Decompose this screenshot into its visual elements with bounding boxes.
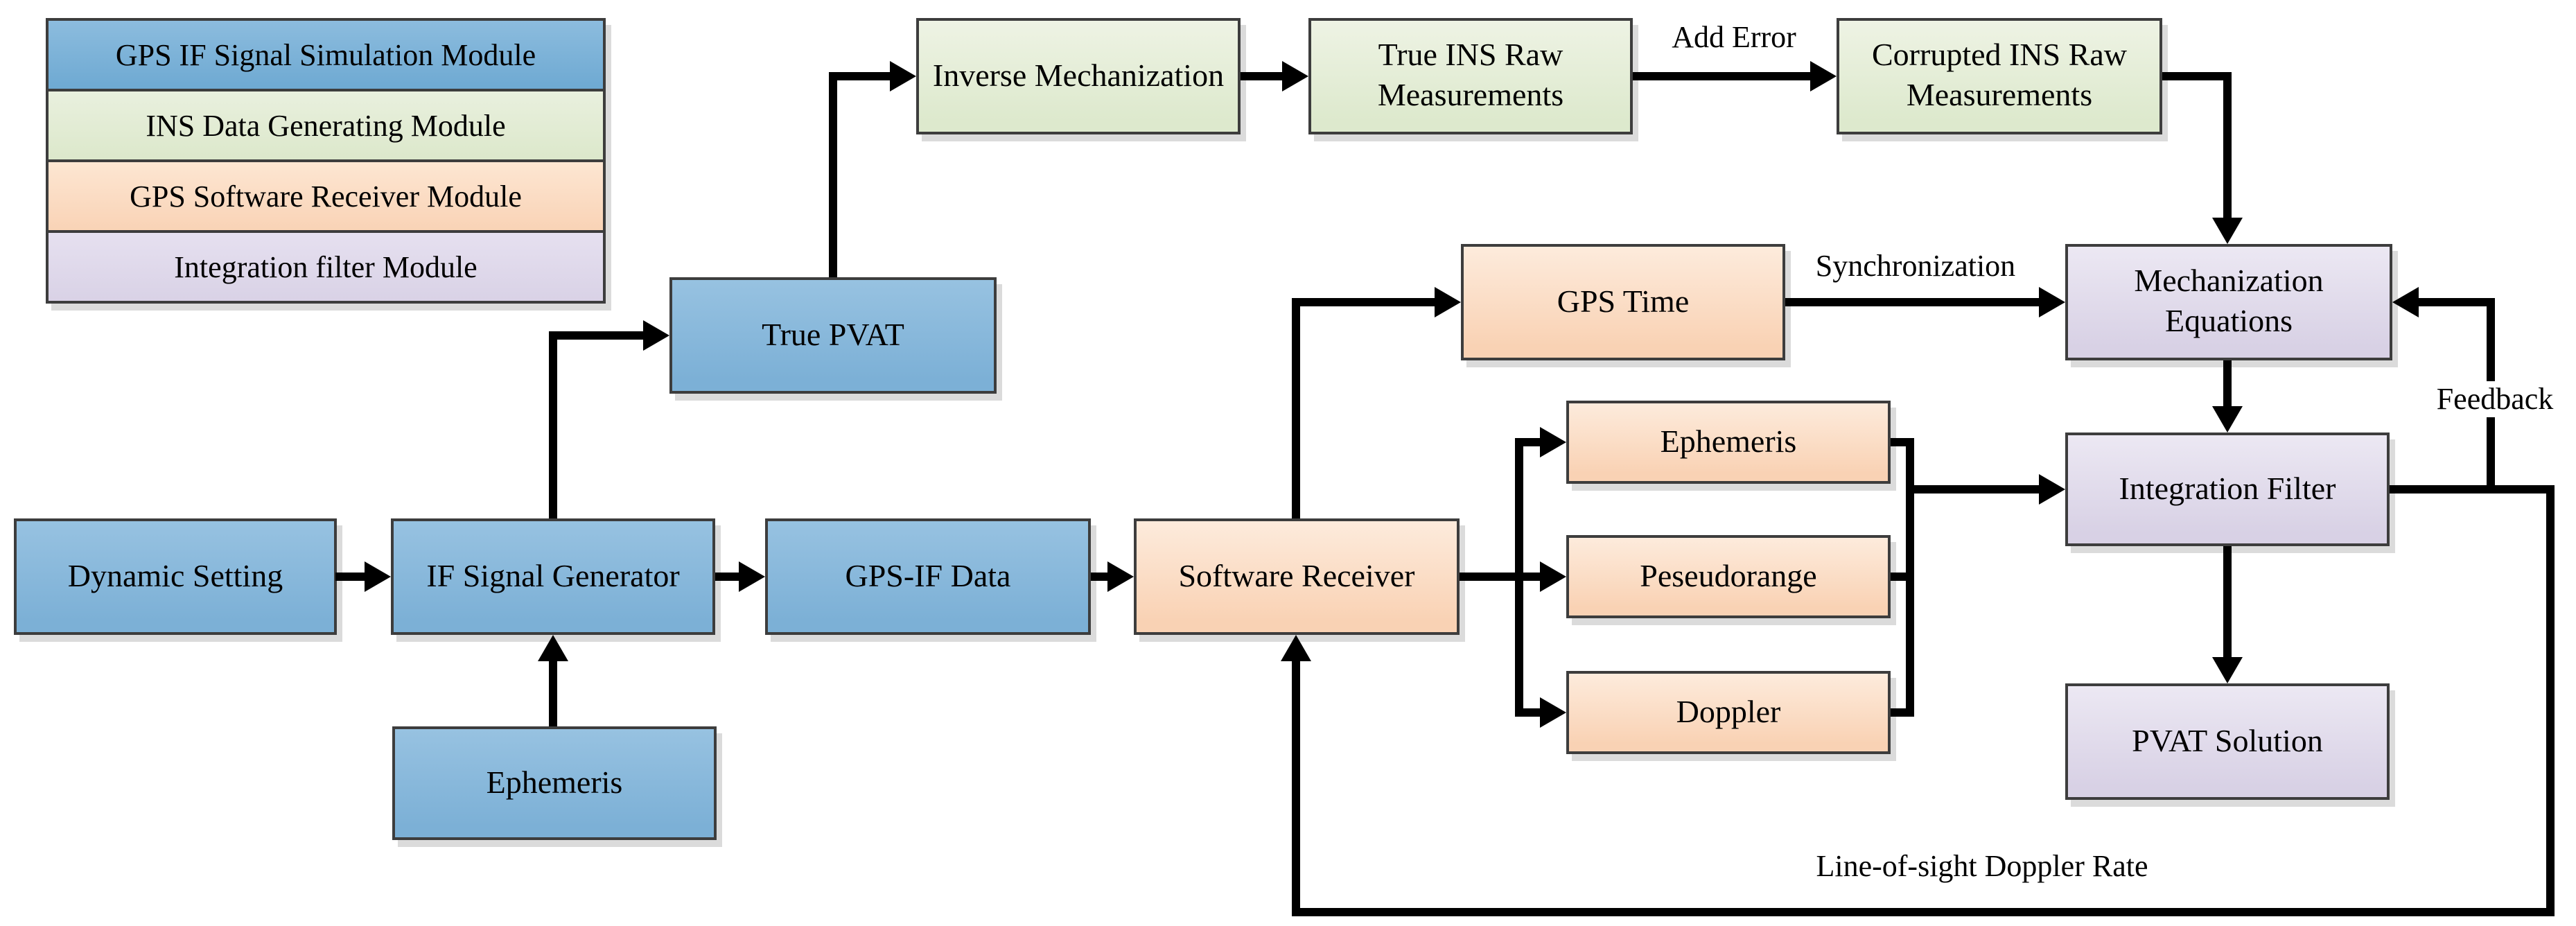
- edge-inverse-to-trueins-line: [1241, 72, 1283, 80]
- edge-corrupted-to-mecheq-vline: [2223, 72, 2232, 219]
- edge-loop-left-vline: [1292, 661, 1300, 916]
- edge-loop-bottom-line: [1292, 908, 2555, 916]
- node-if-signal-generator: IF Signal Generator: [391, 518, 715, 635]
- edge-inverse-to-trueins-arrowhead: [1282, 61, 1308, 91]
- edge-corrupted-to-mecheq-hline: [2162, 72, 2232, 80]
- node-true-ins-raw-measurements: True INS Raw Measurements: [1308, 18, 1633, 134]
- node-gps-time: GPS Time: [1461, 244, 1785, 360]
- edge-corrupted-to-mecheq-arrowhead: [2212, 218, 2243, 244]
- edge-branch-to-ephemeris-arrowhead: [1540, 427, 1566, 457]
- node-pvat-solution: PVAT Solution: [2065, 683, 2390, 800]
- edge-receiver-output-line: [1460, 573, 1523, 581]
- edge-feedback-arrowhead: [2392, 287, 2419, 317]
- edge-ifgen-to-truepvat-arrowhead: [643, 320, 669, 351]
- edge-receiver-to-gpstime-vline: [1292, 298, 1300, 518]
- legend-label: GPS Software Receiver Module: [130, 178, 522, 213]
- edge-gpstime-to-mecheq-line: [1785, 298, 2040, 306]
- legend-label: Integration filter Module: [174, 249, 477, 283]
- legend-item-ins-data-generating: INS Data Generating Module: [49, 91, 603, 162]
- edge-label-add-error: Add Error: [1672, 19, 1796, 54]
- node-ephemeris-output: Ephemeris: [1566, 401, 1891, 484]
- edge-receiver-to-gpstime-hline: [1292, 298, 1436, 306]
- edge-truepvat-to-inverse-hline: [829, 72, 891, 80]
- legend-item-gps-if-signal-simulation: GPS IF Signal Simulation Module: [49, 21, 603, 91]
- edge-mecheq-to-intfilter-arrowhead: [2212, 406, 2243, 433]
- edge-loop-to-receiver-arrowhead: [1281, 635, 1311, 661]
- node-ephemeris-input: Ephemeris: [392, 726, 717, 840]
- edge-ifgen-to-truepvat-hline: [549, 331, 645, 340]
- edge-ifgen-to-truepvat-vline: [549, 331, 557, 518]
- edge-intfilter-output-line: [2390, 485, 2555, 493]
- edge-ephemeris-to-ifgen-line: [549, 661, 557, 726]
- edge-truepvat-to-inverse-vline: [829, 72, 837, 277]
- edge-trueins-to-corrupted-arrowhead: [1810, 61, 1837, 91]
- edge-truepvat-to-inverse-arrowhead: [890, 61, 916, 91]
- edge-branch-to-pseudorange-arrowhead: [1540, 561, 1566, 592]
- legend-label: GPS IF Signal Simulation Module: [115, 37, 536, 71]
- node-pseudorange: Peseudorange: [1566, 535, 1891, 618]
- edge-gpsif-to-receiver-arrowhead: [1107, 561, 1134, 592]
- edge-gpsif-to-receiver-line: [1091, 573, 1109, 581]
- edge-loop-right-vline: [2546, 485, 2555, 916]
- node-software-receiver: Software Receiver: [1134, 518, 1460, 635]
- node-inverse-mechanization: Inverse Mechanization: [916, 18, 1241, 134]
- node-dynamic-setting: Dynamic Setting: [14, 518, 337, 635]
- edge-collector-to-intfilter-arrowhead: [2039, 474, 2065, 505]
- node-mechanization-equations: Mechanization Equations: [2065, 244, 2392, 360]
- node-true-pvat: True PVAT: [669, 277, 997, 394]
- node-integration-filter: Integration Filter: [2065, 433, 2390, 546]
- node-doppler: Doppler: [1566, 671, 1891, 754]
- edge-dynamic-to-ifgen-line: [335, 573, 369, 581]
- edge-label-synchronization: Synchronization: [1815, 248, 2016, 283]
- legend-label: INS Data Generating Module: [146, 107, 506, 142]
- module-legend: GPS IF Signal Simulation Module INS Data…: [46, 18, 606, 304]
- edge-ephemeris-to-ifgen-arrowhead: [538, 635, 568, 661]
- edge-gpstime-to-mecheq-arrowhead: [2039, 287, 2065, 317]
- edge-mecheq-to-intfilter-line: [2223, 360, 2232, 408]
- edge-measurements-collector-line: [1906, 438, 1914, 717]
- edge-receiver-branch-line: [1515, 438, 1523, 717]
- edge-branch-to-pseudorange-line: [1523, 573, 1541, 581]
- edge-branch-to-doppler-line: [1523, 708, 1541, 717]
- edge-feedback-hline: [2419, 298, 2495, 306]
- edge-label-line-of-sight-doppler-rate: Line-of-sight Doppler Rate: [1816, 848, 2148, 883]
- edge-dynamic-to-ifgen-arrowhead: [365, 561, 391, 592]
- edge-label-feedback: Feedback: [2429, 381, 2561, 417]
- edge-collector-to-intfilter-line: [1910, 485, 2040, 493]
- node-corrupted-ins-raw-measurements: Corrupted INS Raw Measurements: [1837, 18, 2162, 134]
- edge-intfilter-to-pvat-arrowhead: [2212, 657, 2243, 683]
- legend-item-integration-filter: Integration filter Module: [49, 233, 603, 301]
- edge-receiver-to-gpstime-arrowhead: [1435, 287, 1461, 317]
- edge-branch-to-ephemeris-line: [1523, 438, 1541, 446]
- legend-item-gps-software-receiver: GPS Software Receiver Module: [49, 162, 603, 233]
- edge-ifgen-to-gpsif-line: [715, 573, 740, 581]
- edge-branch-to-doppler-arrowhead: [1540, 697, 1566, 728]
- edge-ifgen-to-gpsif-arrowhead: [739, 561, 765, 592]
- edge-trueins-to-corrupted-line: [1633, 72, 1812, 80]
- edge-intfilter-to-pvat-line: [2223, 546, 2232, 658]
- node-gps-if-data: GPS-IF Data: [765, 518, 1091, 635]
